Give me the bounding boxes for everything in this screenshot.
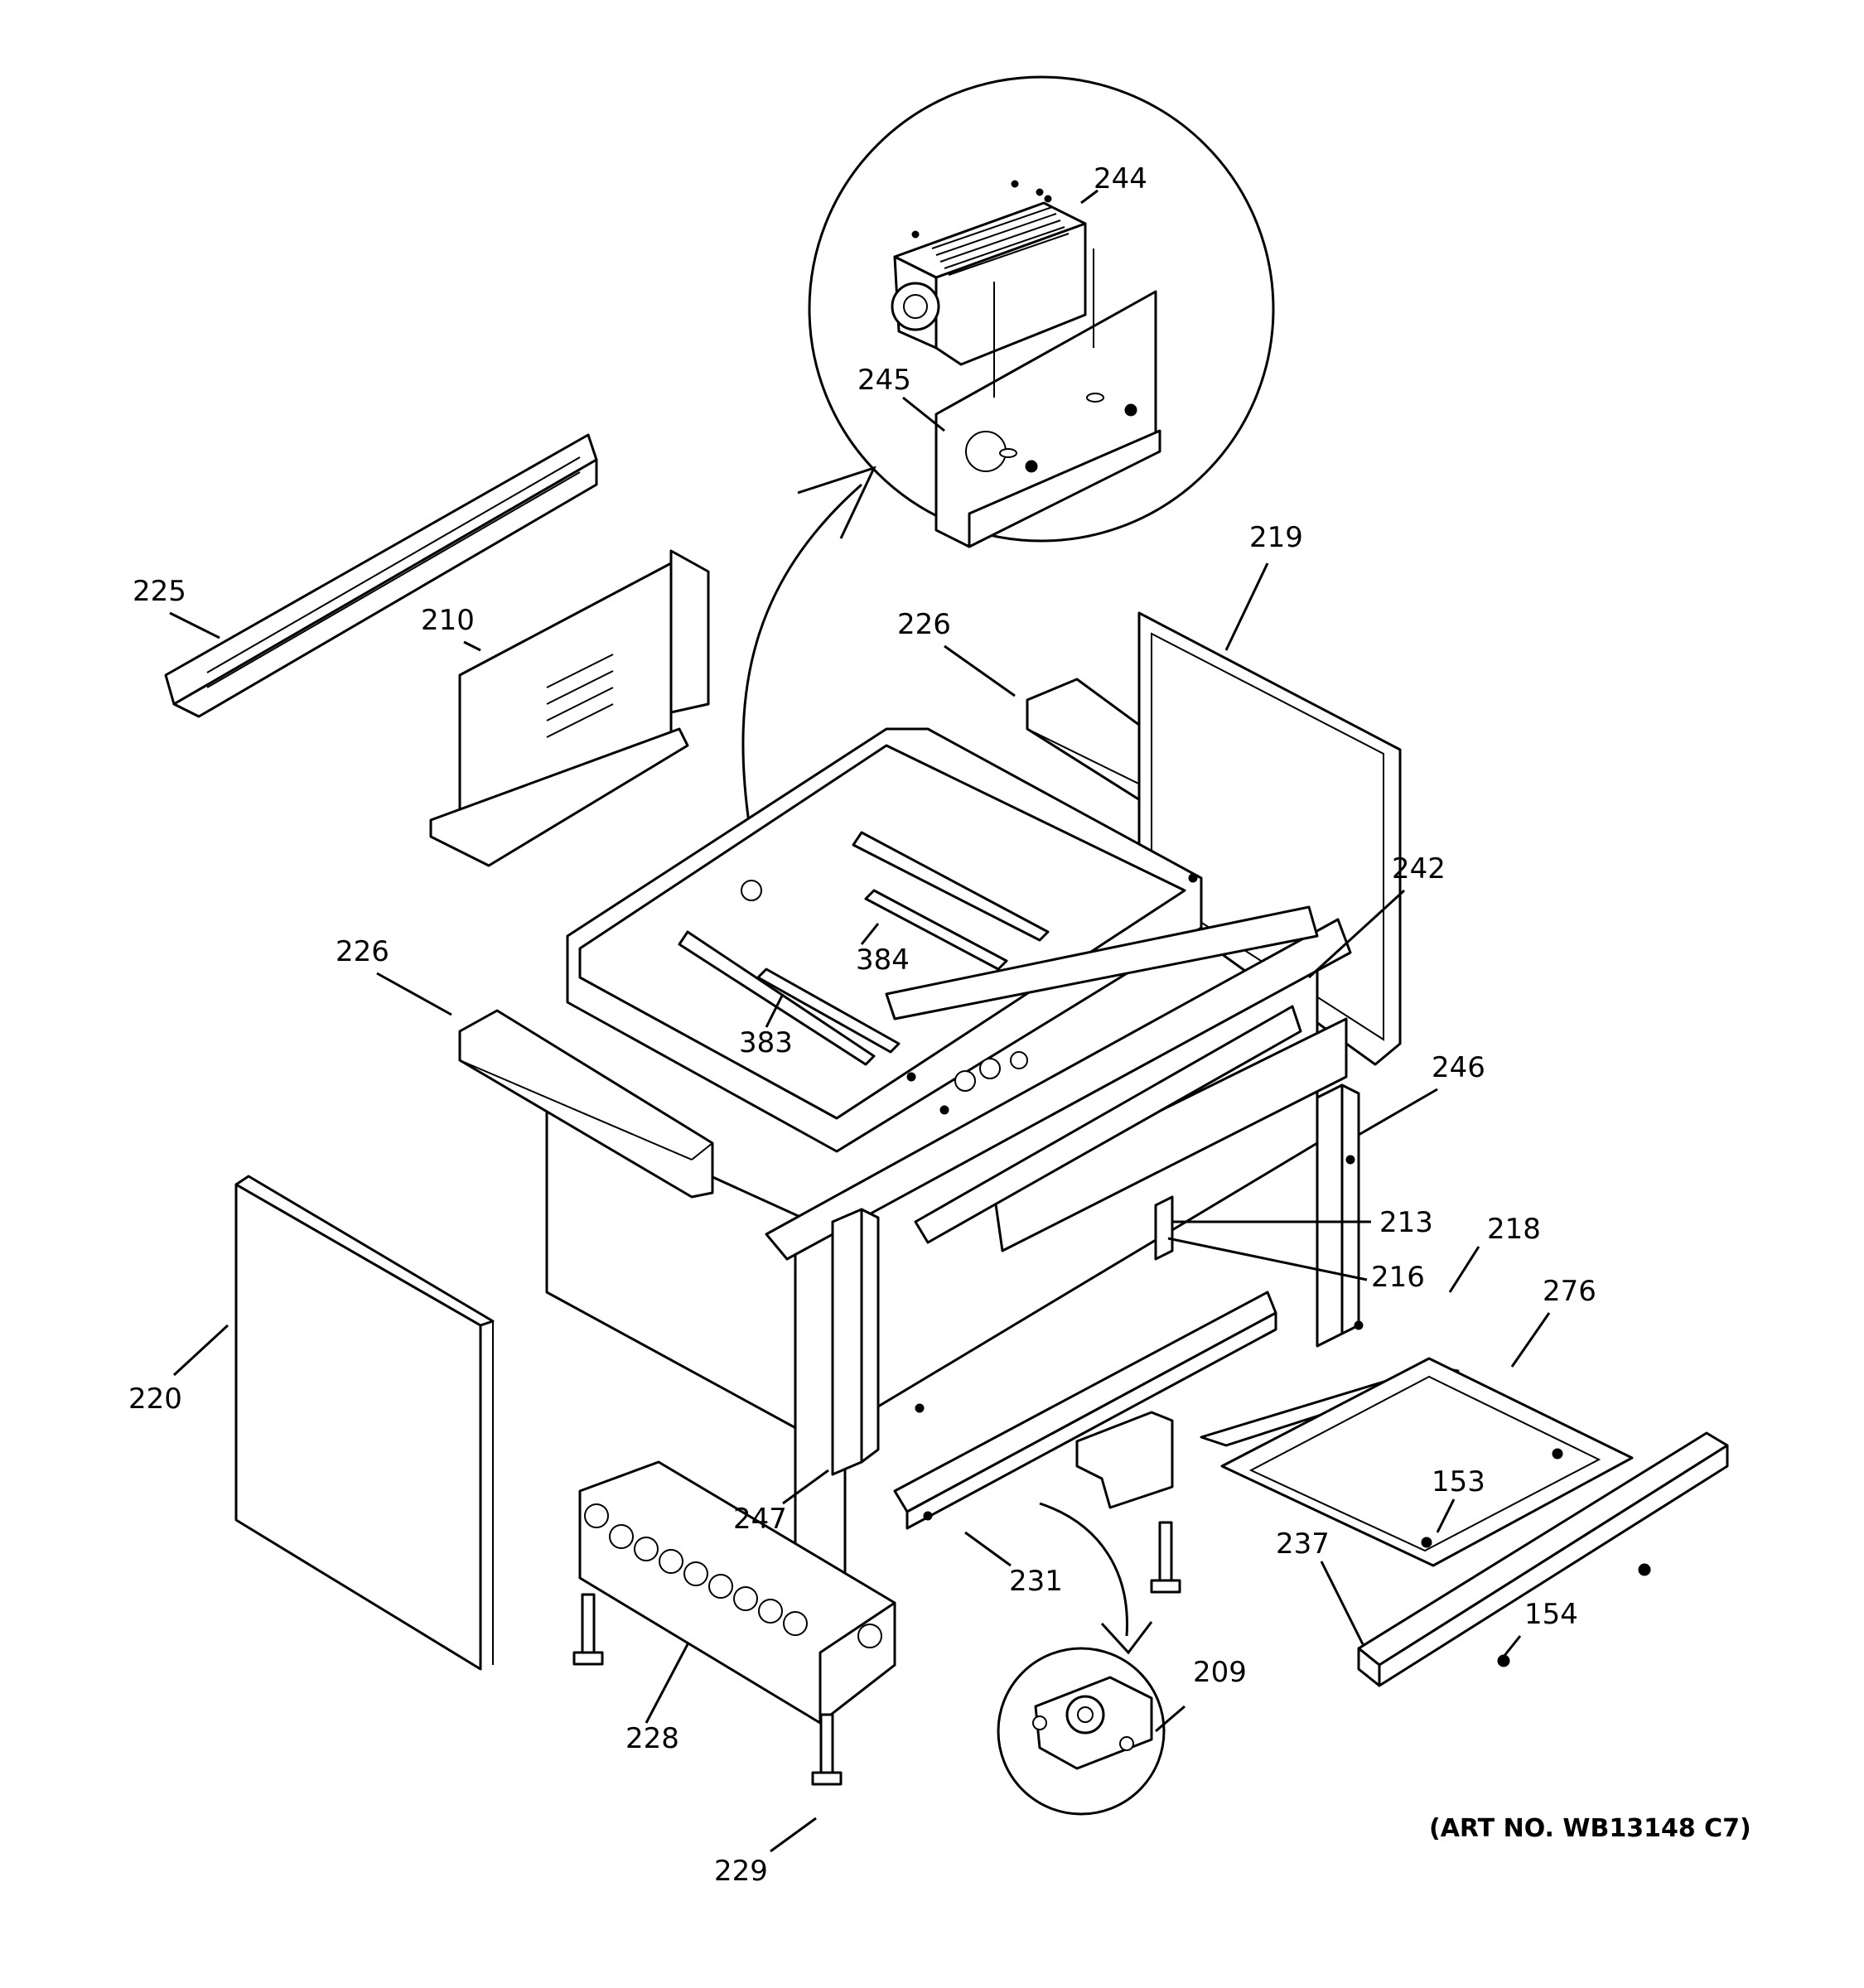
callout-209: 209 [1193, 1656, 1247, 1689]
arrow-to-valve-detail [1039, 1502, 1153, 1655]
burner-valve-detail [997, 1647, 1166, 1816]
part-383-rail [678, 930, 876, 1066]
callout-231: 231 [1009, 1565, 1063, 1598]
part-247-post [831, 1208, 863, 1476]
callout-219: 219 [1249, 521, 1303, 554]
callout-228: 228 [625, 1722, 679, 1755]
callout-216: 216 [1371, 1261, 1425, 1294]
callout-276: 276 [1543, 1275, 1596, 1308]
main-oven-body [545, 727, 1364, 1617]
art-number: (ART NO. WB13148 C7) [1429, 1814, 1751, 1843]
callout-237: 237 [1276, 1527, 1330, 1561]
part-210-back-panel [429, 549, 710, 867]
callout-226-front: 226 [336, 935, 389, 968]
callout-220: 220 [128, 1382, 182, 1416]
part-226-insulation-front [458, 1009, 714, 1199]
part-237-drawer-trim [1357, 1431, 1729, 1687]
part-244-blower [891, 180, 1087, 366]
callout-218: 218 [1487, 1213, 1541, 1246]
callout-154: 154 [1524, 1598, 1578, 1631]
callout-labels: 244 245 225 210 219 226 242 226 384 383 … [128, 162, 1596, 1888]
callout-226-upper: 226 [897, 608, 951, 641]
callout-247: 247 [733, 1503, 787, 1536]
callout-153: 153 [1432, 1465, 1485, 1498]
callout-210: 210 [421, 604, 475, 637]
callout-246: 246 [1432, 1051, 1485, 1084]
part-246-post [1316, 1083, 1344, 1348]
part-225-vent-trim [164, 433, 598, 718]
part-228-kick-panel [578, 1460, 896, 1725]
callout-213: 213 [1379, 1206, 1433, 1239]
callout-242: 242 [1392, 852, 1446, 885]
part-384-rail [852, 831, 1050, 942]
callout-225: 225 [133, 575, 186, 608]
part-216-bracket [1154, 1195, 1174, 1261]
blower-detail-view [808, 75, 1275, 548]
leader-lines [169, 189, 1551, 1853]
callout-384: 384 [856, 943, 910, 977]
callout-244: 244 [1094, 162, 1147, 195]
part-245-mount-plate [934, 248, 1161, 548]
callout-245: 245 [857, 364, 911, 397]
callout-383: 383 [739, 1026, 793, 1059]
part-220-side-panel [234, 1175, 495, 1671]
part-276-drawer-frame [1220, 1357, 1634, 1567]
leveling-legs [572, 1521, 1181, 1786]
callout-229: 229 [714, 1855, 768, 1888]
leg-bracket [1075, 1411, 1174, 1509]
arrow-to-blower-detail [741, 466, 876, 829]
